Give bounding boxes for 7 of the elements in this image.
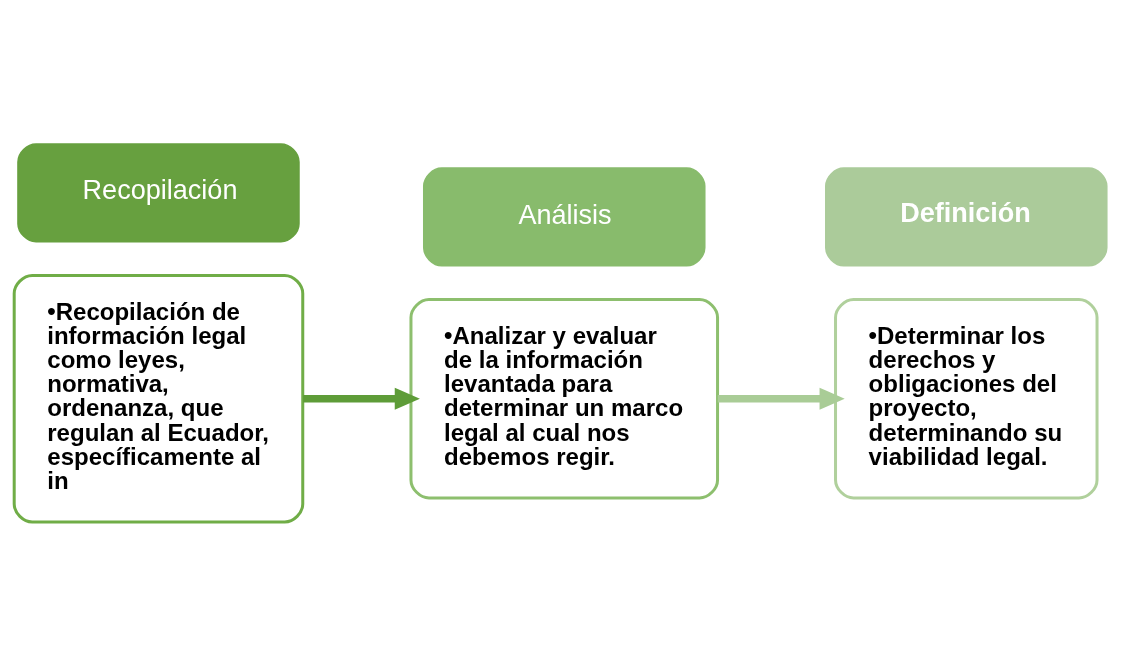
node-box: •Analizar y evaluar de la información levantada para determinar un marco legal al cual nos debemos regir. [409, 297, 720, 499]
arrow [303, 387, 420, 410]
node-box: •Recopilación de información legal como leyes, normativa, ordenanza, que regulan al Ecuador, específicamente al in [12, 273, 305, 523]
node-box: Recopilación [17, 142, 300, 242]
node-box: Definición [825, 166, 1108, 266]
node-box: Análisis [423, 166, 706, 266]
node-box: •Determinar los derechos y obligaciones del proyecto, determinando su viabilidad legal. [834, 297, 1099, 499]
